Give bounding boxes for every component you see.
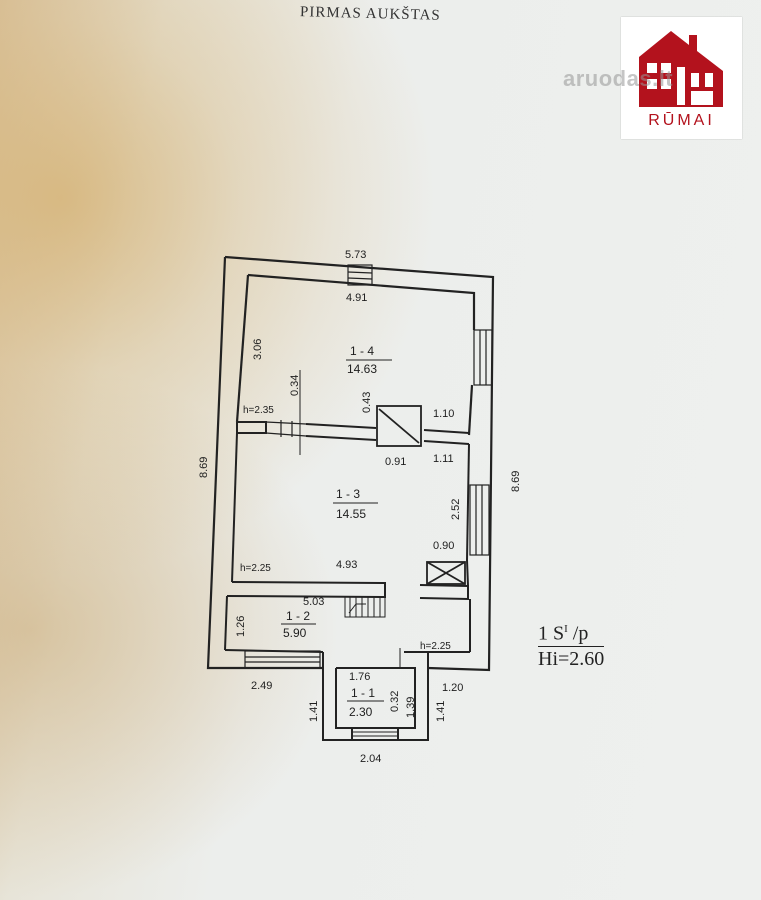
vestibule-window: [352, 731, 398, 737]
dim-r3-width: 4.93: [336, 559, 357, 571]
room-label-1-3: 1 - 3 14.55: [333, 487, 378, 521]
interior-wall-upper: [231, 421, 470, 583]
dim-120: 1.20: [442, 682, 463, 694]
window-top: [347, 264, 373, 286]
dim-r4-h: h=2.35: [243, 405, 274, 416]
chimney-lower: [426, 561, 466, 585]
scale-line-1: 1 SI /p: [538, 617, 605, 647]
dim-r3-h: h=2.25: [240, 563, 271, 574]
dim-032: 0.32: [389, 691, 401, 712]
dim-r2-height: 1.26: [235, 616, 247, 637]
window-right-upper: [473, 329, 493, 386]
door-marks: [265, 420, 307, 437]
room-area: 5.90: [283, 626, 307, 640]
dim-top-inner: 4.91: [346, 292, 367, 304]
dim-139: 1.39: [405, 697, 417, 718]
room-area: 14.63: [347, 362, 377, 376]
dim-r3-height: 2.52: [450, 499, 462, 520]
chimney-upper: [376, 405, 422, 447]
room-label-1-4: 1 - 4 14.63: [346, 344, 392, 376]
company-logo: RŪMAI: [621, 17, 742, 139]
window-bottom-left: [244, 650, 321, 669]
dim-110: 1.10: [433, 408, 454, 420]
scale-line-2: Hi=2.60: [538, 647, 605, 670]
dim-r4-height: 3.06: [252, 339, 264, 360]
dim-176: 1.76: [349, 671, 370, 683]
dim-r2-h: h=2.25: [420, 641, 451, 652]
dim-141a: 1.41: [308, 701, 320, 722]
dim-r4-wall: 0.34: [289, 375, 301, 396]
logo-subtext: RŪMAI: [648, 112, 715, 129]
room-id: 1 - 4: [350, 344, 374, 358]
dim-043: 0.43: [361, 392, 373, 413]
room-area: 14.55: [336, 507, 366, 521]
stairs: [344, 596, 386, 618]
room-label-1-1: 1 - 1 2.30: [347, 686, 384, 719]
dim-091: 0.91: [385, 456, 406, 468]
dimension-labels: 5.73 4.91 8.69 8.69 3.06 0.34 h=2.35 0.4…: [198, 249, 522, 765]
dim-top-outer: 5.73: [345, 249, 366, 261]
dim-left-outer: 8.69: [198, 457, 210, 478]
dim-141b: 1.41: [435, 701, 447, 722]
room-area: 2.30: [349, 705, 373, 719]
room-id: 1 - 2: [286, 609, 310, 623]
window-right-lower: [469, 484, 490, 556]
logo-mark-icon: [639, 31, 723, 107]
dim-204: 2.04: [360, 753, 381, 765]
dim-111: 1.11: [433, 453, 454, 465]
dim-right-outer: 8.69: [510, 471, 522, 492]
room-label-1-2: 1 - 2 5.90: [281, 609, 316, 640]
room-id: 1 - 3: [336, 487, 360, 501]
dim-r2-width: 5.03: [303, 596, 324, 608]
dim-249: 2.49: [251, 680, 272, 692]
room-id: 1 - 1: [351, 686, 375, 700]
vestibule-walls: [322, 652, 429, 741]
scale-annotation: 1 SI /p Hi=2.60: [538, 617, 605, 671]
dim-090: 0.90: [433, 540, 454, 552]
watermark-text: aruodas.lt: [563, 66, 674, 91]
dimension-ticks: [299, 370, 401, 668]
